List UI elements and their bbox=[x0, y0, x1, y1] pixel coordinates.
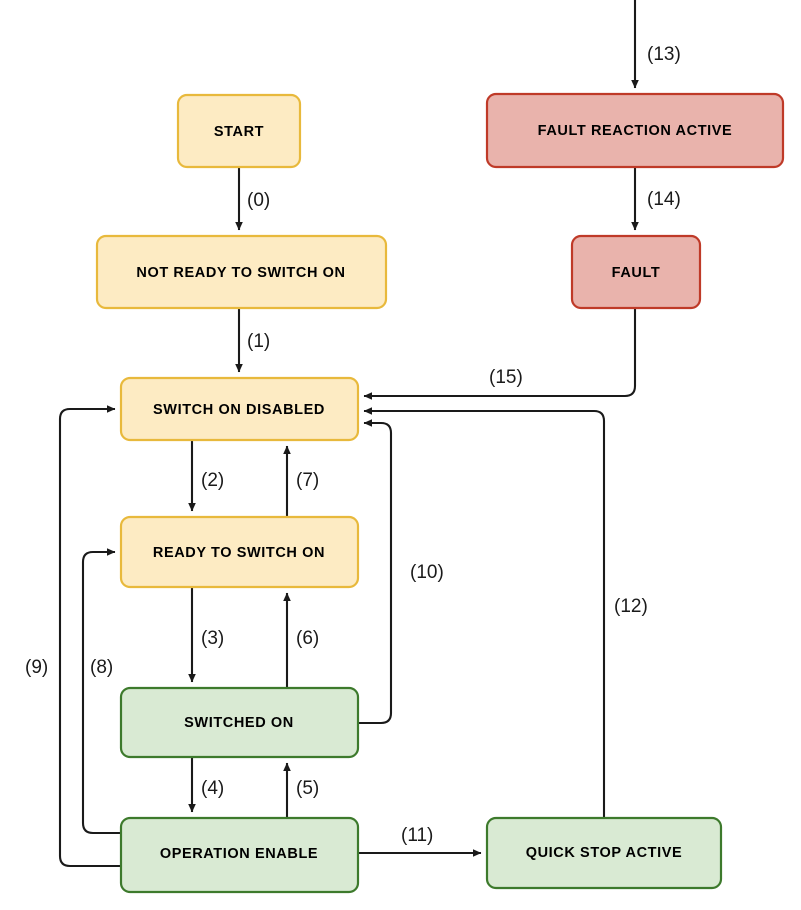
state-node-start[interactable]: START bbox=[176, 93, 302, 169]
state-box-not-ready-to-switch-on[interactable] bbox=[95, 234, 388, 310]
state-node-operation-enable[interactable]: OPERATION ENABLE bbox=[119, 816, 360, 894]
state-node-quick-stop-active[interactable]: QUICK STOP ACTIVE bbox=[485, 816, 723, 890]
state-label-fault: FAULT bbox=[612, 265, 661, 281]
edge-9 bbox=[58, 405, 121, 868]
state-label-not-ready-to-switch-on: NOT READY TO SWITCH ON bbox=[136, 265, 345, 281]
transition-label-3: (3) bbox=[201, 628, 224, 649]
transition-label-13: (13) bbox=[647, 44, 681, 65]
transition-label-12: (12) bbox=[614, 596, 648, 617]
edge-10 bbox=[358, 419, 393, 725]
transition-label-15: (15) bbox=[489, 367, 523, 388]
state-node-switch-on-disabled[interactable]: SWITCH ON DISABLED bbox=[119, 376, 360, 442]
state-label-switch-on-disabled: SWITCH ON DISABLED bbox=[153, 402, 325, 418]
state-box-operation-enable[interactable] bbox=[119, 816, 360, 894]
state-nodes: START NOT READY TO SWITCH ON SWITCH ON D… bbox=[95, 92, 785, 894]
edge-15 bbox=[363, 308, 637, 400]
state-label-start: START bbox=[214, 124, 264, 140]
state-box-fault-reaction-active[interactable] bbox=[485, 92, 785, 169]
state-box-switched-on[interactable] bbox=[119, 686, 360, 759]
transition-label-7: (7) bbox=[296, 470, 319, 491]
state-box-start[interactable] bbox=[176, 93, 302, 169]
state-node-ready-to-switch-on[interactable]: READY TO SWITCH ON bbox=[119, 515, 360, 589]
transition-edges bbox=[58, 0, 639, 868]
state-label-operation-enable: OPERATION ENABLE bbox=[160, 846, 318, 862]
transition-label-11: (11) bbox=[401, 825, 433, 846]
transition-label-0: (0) bbox=[247, 190, 270, 211]
transition-label-10: (10) bbox=[410, 562, 444, 583]
edge-12 bbox=[363, 407, 606, 818]
state-node-fault-reaction-active[interactable]: FAULT REACTION ACTIVE bbox=[485, 92, 785, 169]
state-label-fault-reaction-active: FAULT REACTION ACTIVE bbox=[538, 123, 733, 139]
transition-labels: (0) (1) (2) (3) (4) (5) (6) (7) (8) (9) … bbox=[25, 44, 681, 846]
state-node-switched-on[interactable]: SWITCHED ON bbox=[119, 686, 360, 759]
transition-label-9: (9) bbox=[25, 657, 48, 678]
state-box-switch-on-disabled[interactable] bbox=[119, 376, 360, 442]
transition-label-4: (4) bbox=[201, 778, 224, 799]
state-node-not-ready-to-switch-on[interactable]: NOT READY TO SWITCH ON bbox=[95, 234, 388, 310]
state-box-ready-to-switch-on[interactable] bbox=[119, 515, 360, 589]
transition-label-2: (2) bbox=[201, 470, 224, 491]
transition-label-6: (6) bbox=[296, 628, 319, 649]
state-node-fault[interactable]: FAULT bbox=[570, 234, 702, 310]
state-box-quick-stop-active[interactable] bbox=[485, 816, 723, 890]
transition-label-8: (8) bbox=[90, 657, 113, 678]
transition-label-1: (1) bbox=[247, 331, 270, 352]
edge-8 bbox=[81, 548, 121, 835]
transition-label-5: (5) bbox=[296, 778, 319, 799]
state-label-ready-to-switch-on: READY TO SWITCH ON bbox=[153, 545, 325, 561]
state-box-fault[interactable] bbox=[570, 234, 702, 310]
state-label-switched-on: SWITCHED ON bbox=[184, 715, 294, 731]
transition-label-14: (14) bbox=[647, 189, 681, 210]
state-label-quick-stop-active: QUICK STOP ACTIVE bbox=[526, 845, 683, 861]
